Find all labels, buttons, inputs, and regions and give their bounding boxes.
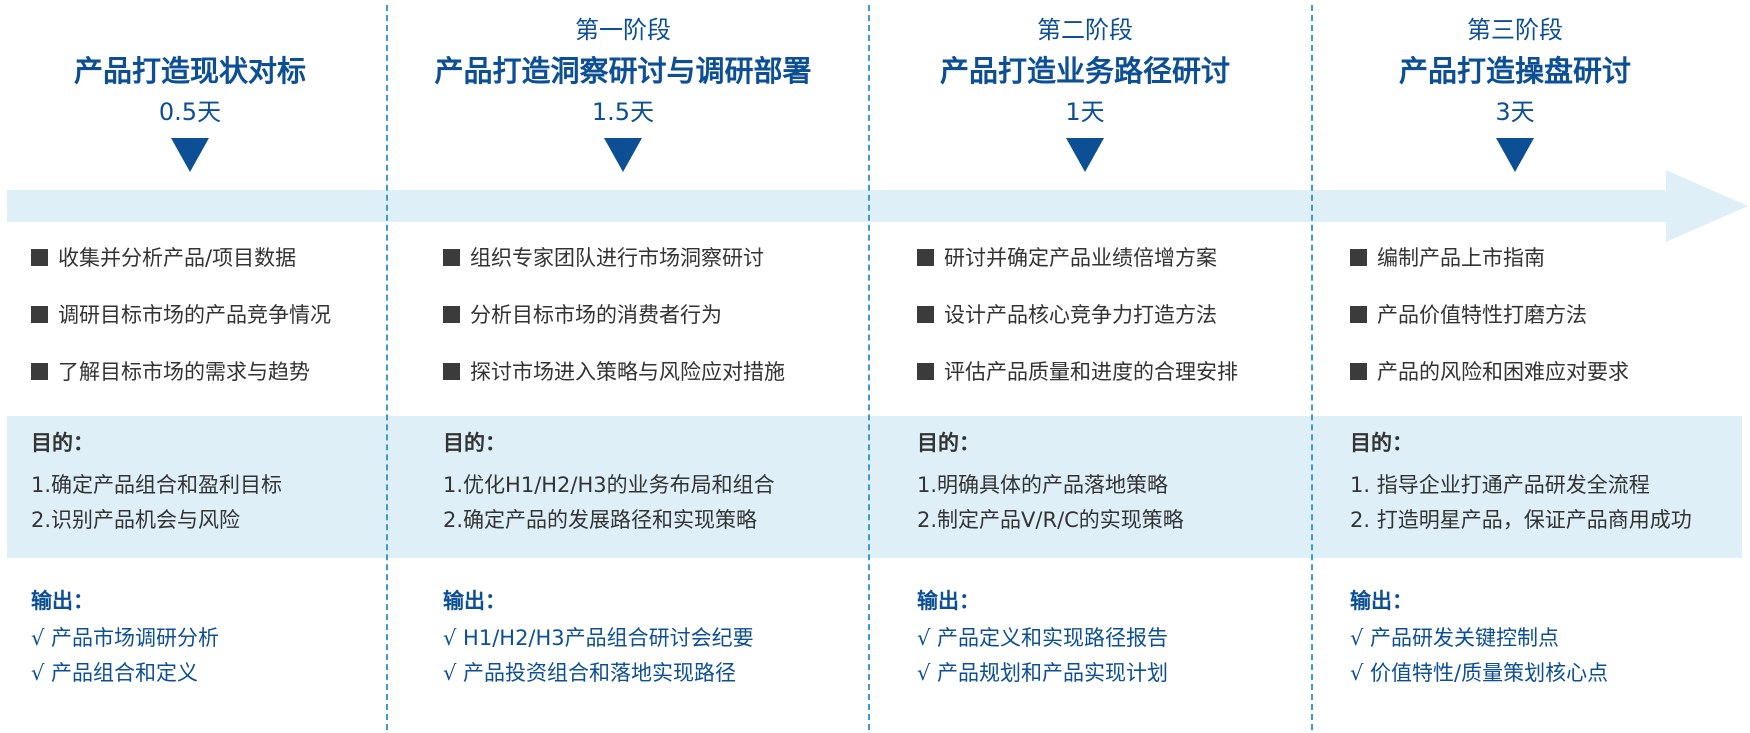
activity-item: 设计产品核心竞争力打造方法 bbox=[917, 301, 1217, 329]
stage-duration: 0.5天 bbox=[158, 98, 222, 126]
stage-label: 第三阶段 bbox=[1467, 16, 1563, 44]
stage-duration: 3天 bbox=[1495, 98, 1535, 126]
activity-text: 收集并分析产品/项目数据 bbox=[58, 246, 297, 270]
activity-item: 调研目标市场的产品竞争情况 bbox=[31, 301, 331, 329]
output-item: √ 产品组合和定义 bbox=[31, 661, 199, 685]
output-item: √ 价值特性/质量策划核心点 bbox=[1350, 661, 1609, 685]
stage-title: 产品打造操盘研讨 bbox=[1398, 54, 1631, 88]
square-bullet-icon bbox=[1350, 306, 1367, 323]
activity-text: 编制产品上市指南 bbox=[1377, 246, 1545, 270]
activity-text: 研讨并确定产品业绩倍增方案 bbox=[944, 246, 1217, 270]
stage-title: 产品打造洞察研讨与调研部署 bbox=[434, 54, 812, 88]
purpose-band bbox=[7, 416, 1742, 558]
output-item: √ 产品市场调研分析 bbox=[31, 626, 220, 650]
purpose-item: 2. 打造明星产品，保证产品商用成功 bbox=[1350, 508, 1692, 532]
square-bullet-icon bbox=[917, 363, 934, 380]
square-bullet-icon bbox=[443, 249, 460, 266]
column-divider bbox=[386, 5, 388, 730]
purpose-label: 目的： bbox=[31, 431, 94, 455]
activity-text: 产品价值特性打磨方法 bbox=[1377, 303, 1587, 327]
activity-text: 设计产品核心竞争力打造方法 bbox=[944, 303, 1217, 327]
activity-item: 产品的风险和困难应对要求 bbox=[1350, 358, 1629, 386]
purpose-item: 2.识别产品机会与风险 bbox=[31, 508, 241, 532]
purpose-item: 1. 指导企业打通产品研发全流程 bbox=[1350, 473, 1650, 497]
activity-item: 评估产品质量和进度的合理安排 bbox=[917, 358, 1238, 386]
activity-item: 了解目标市场的需求与趋势 bbox=[31, 358, 310, 386]
timeline-arrow-head bbox=[1666, 170, 1748, 242]
output-label: 输出： bbox=[1350, 589, 1413, 613]
down-triangle-icon bbox=[1066, 138, 1104, 172]
activity-item: 收集并分析产品/项目数据 bbox=[31, 244, 296, 272]
activity-item: 研讨并确定产品业绩倍增方案 bbox=[917, 244, 1217, 272]
activity-text: 调研目标市场的产品竞争情况 bbox=[58, 303, 331, 327]
square-bullet-icon bbox=[1350, 363, 1367, 380]
square-bullet-icon bbox=[443, 363, 460, 380]
square-bullet-icon bbox=[31, 306, 48, 323]
down-triangle-icon bbox=[171, 138, 209, 172]
square-bullet-icon bbox=[31, 249, 48, 266]
activity-text: 产品的风险和困难应对要求 bbox=[1377, 360, 1629, 384]
activity-item: 分析目标市场的消费者行为 bbox=[443, 301, 722, 329]
timeline-arrow-shaft bbox=[7, 190, 1667, 222]
purpose-item: 2.制定产品V/R/C的实现策略 bbox=[917, 508, 1184, 532]
down-triangle-icon bbox=[604, 138, 642, 172]
activity-text: 了解目标市场的需求与趋势 bbox=[58, 360, 310, 384]
activity-text: 组织专家团队进行市场洞察研讨 bbox=[470, 246, 764, 270]
output-item: √ 产品规划和产品实现计划 bbox=[917, 661, 1169, 685]
stage-duration: 1.5天 bbox=[591, 98, 655, 126]
output-label: 输出： bbox=[31, 589, 94, 613]
output-item: √ 产品定义和实现路径报告 bbox=[917, 626, 1169, 650]
output-item: √ H1/H2/H3产品组合研讨会纪要 bbox=[443, 626, 754, 650]
column-divider bbox=[1311, 5, 1313, 730]
purpose-label: 目的： bbox=[917, 431, 980, 455]
stage-title: 产品打造现状对标 bbox=[73, 54, 306, 88]
activity-item: 探讨市场进入策略与风险应对措施 bbox=[443, 358, 785, 386]
square-bullet-icon bbox=[1350, 249, 1367, 266]
purpose-label: 目的： bbox=[1350, 431, 1413, 455]
purpose-item: 1.优化H1/H2/H3的业务布局和组合 bbox=[443, 473, 775, 497]
activity-text: 评估产品质量和进度的合理安排 bbox=[944, 360, 1238, 384]
activity-text: 分析目标市场的消费者行为 bbox=[470, 303, 722, 327]
stage-label bbox=[10, 12, 370, 48]
activity-item: 产品价值特性打磨方法 bbox=[1350, 301, 1587, 329]
stage-label: 第一阶段 bbox=[575, 16, 671, 44]
stage-header: 第一阶段 产品打造洞察研讨与调研部署 1.5天 bbox=[388, 12, 858, 172]
stage-header: 第二阶段 产品打造业务路径研讨 1天 bbox=[875, 12, 1295, 172]
activity-text: 探讨市场进入策略与风险应对措施 bbox=[470, 360, 785, 384]
activity-item: 组织专家团队进行市场洞察研讨 bbox=[443, 244, 764, 272]
square-bullet-icon bbox=[917, 306, 934, 323]
stage-duration: 1天 bbox=[1065, 98, 1105, 126]
stage-label: 第二阶段 bbox=[1037, 16, 1133, 44]
column-divider bbox=[868, 5, 870, 730]
output-item: √ 产品投资组合和落地实现路径 bbox=[443, 661, 737, 685]
down-triangle-icon bbox=[1496, 138, 1534, 172]
purpose-item: 1.明确具体的产品落地策略 bbox=[917, 473, 1169, 497]
square-bullet-icon bbox=[443, 306, 460, 323]
output-item: √ 产品研发关键控制点 bbox=[1350, 626, 1560, 650]
stage-header: 产品打造现状对标 0.5天 bbox=[10, 12, 370, 172]
output-label: 输出： bbox=[443, 589, 506, 613]
stage-title: 产品打造业务路径研讨 bbox=[939, 54, 1230, 88]
output-label: 输出： bbox=[917, 589, 980, 613]
square-bullet-icon bbox=[917, 249, 934, 266]
square-bullet-icon bbox=[31, 363, 48, 380]
purpose-item: 1.确定产品组合和盈利目标 bbox=[31, 473, 283, 497]
purpose-item: 2.确定产品的发展路径和实现策略 bbox=[443, 508, 758, 532]
stage-header: 第三阶段 产品打造操盘研讨 3天 bbox=[1325, 12, 1705, 172]
purpose-label: 目的： bbox=[443, 431, 506, 455]
activity-item: 编制产品上市指南 bbox=[1350, 244, 1545, 272]
